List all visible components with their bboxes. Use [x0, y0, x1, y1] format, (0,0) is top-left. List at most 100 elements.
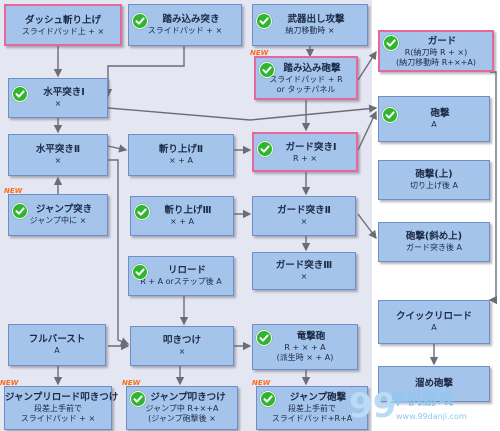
- node-subtitle: スライドパッド上 + ×: [21, 27, 105, 36]
- node-title: 水平突きⅡ: [35, 144, 81, 155]
- node-tatakitsuke[interactable]: 叩きつけ×: [130, 326, 234, 366]
- node-title: ジャンプリロード叩きつけ: [5, 392, 119, 403]
- node-subtitle: (派生時 × + A): [276, 353, 334, 362]
- node-subtitle: A: [431, 323, 437, 332]
- node-subtitle: 段差上手前で: [34, 404, 82, 413]
- checkmark-icon: [382, 107, 398, 123]
- node-title: 砲撃(斜め上): [405, 231, 463, 242]
- node-title: 斬り上げⅡ: [158, 144, 204, 155]
- node-jump-reload[interactable]: ジャンプリロード叩きつけ段差上手前でスライドパッド + ×: [4, 386, 119, 430]
- node-title: ジャンプ叩きつけ: [150, 392, 226, 403]
- node-title: ダッシュ斬り上げ: [24, 15, 101, 26]
- connector-arrow: [357, 110, 377, 151]
- node-hougeki-ue[interactable]: 砲撃(上)切り上げ後 A: [378, 160, 490, 200]
- node-kakou-hougeki[interactable]: 溜め砲撃: [378, 366, 490, 402]
- checkmark-icon: [130, 391, 146, 407]
- node-subtitle: R + A orステップ後 A: [140, 277, 222, 286]
- node-subtitle: 納刀移動時 ×: [285, 26, 335, 35]
- connector-arrow: [107, 144, 128, 153]
- node-jump-hougeki[interactable]: ジャンプ砲撃段差上手前でスライドパッド+R+A: [256, 386, 368, 430]
- node-subtitle: ×: [54, 99, 62, 108]
- node-subtitle: スライドパッド + ×: [20, 414, 96, 423]
- connector-arrow: [108, 159, 130, 346]
- node-subtitle: ×: [178, 347, 186, 356]
- node-title: ジャンプ突き: [35, 204, 93, 215]
- node-kiriage-3[interactable]: 斬り上げⅢ× + A: [130, 196, 234, 236]
- node-title: 竜撃砲: [296, 331, 326, 342]
- node-kiriage-2[interactable]: 斬り上げⅡ× + A: [128, 134, 234, 176]
- node-title: フルバースト: [28, 334, 86, 345]
- checkmark-icon: [12, 203, 28, 219]
- node-title: 踏み込み突き: [162, 14, 220, 25]
- node-title: リロード: [167, 265, 206, 276]
- checkmark-icon: [256, 330, 272, 346]
- node-title: ガード突きⅢ: [275, 260, 333, 271]
- node-suihei-1[interactable]: 水平突きⅠ×: [8, 78, 108, 118]
- new-badge: NEW: [0, 379, 19, 387]
- node-guard-tsuki-2[interactable]: ガード突きⅡ×: [252, 196, 356, 236]
- node-title: ガード: [427, 36, 457, 47]
- node-subtitle: スライドパッド + ×: [147, 26, 223, 35]
- node-title: 砲撃: [430, 108, 450, 119]
- node-jump-tsuki[interactable]: ジャンプ突きジャンプ中に ×: [8, 194, 108, 236]
- node-subtitle: A: [54, 346, 60, 355]
- connector-arrow: [357, 213, 377, 240]
- node-subtitle: ×: [54, 156, 62, 165]
- new-badge: NEW: [250, 49, 269, 57]
- node-subtitle: R + × + A: [284, 343, 326, 352]
- node-title: ジャンプ砲撃: [289, 392, 347, 403]
- node-title: 砲撃(上): [415, 169, 453, 180]
- watermark-text: 单机游戏: [390, 389, 455, 408]
- node-fumikomi-tsuki[interactable]: 踏み込み突きスライドパッド + ×: [128, 4, 242, 46]
- connector-arrow: [488, 71, 497, 305]
- node-dash-kiriage[interactable]: ダッシュ斬り上げスライドパッド上 + ×: [4, 4, 122, 46]
- node-subtitle: ジャンプ中に ×: [29, 216, 87, 225]
- node-subtitle: スライドパッド+R+A: [271, 414, 353, 423]
- node-subtitle: ×: [300, 272, 308, 281]
- connector-arrow: [357, 50, 377, 81]
- node-title: ガード突きⅠ: [285, 142, 337, 153]
- connector-arrow: [103, 46, 185, 98]
- new-badge: NEW: [4, 187, 23, 195]
- node-hougeki-naname[interactable]: 砲撃(斜め上)ガード突き後 A: [378, 222, 490, 262]
- checkmark-icon: [383, 35, 399, 51]
- checkmark-icon: [256, 13, 272, 29]
- node-subtitle: (納刀移動時 R+×+A): [396, 58, 476, 67]
- new-badge: NEW: [252, 379, 271, 387]
- node-subtitle: R(納刀時 R + ×): [404, 48, 468, 57]
- watermark-url: www.99danji.com: [396, 412, 467, 421]
- new-badge: NEW: [122, 379, 141, 387]
- node-title: 溜め砲撃: [414, 378, 453, 389]
- node-subtitle: or タッチパネル: [276, 85, 336, 94]
- checkmark-icon: [132, 13, 148, 29]
- node-title: 斬り上げⅢ: [164, 205, 212, 216]
- node-subtitle: ×: [300, 217, 308, 226]
- node-guard-tsuki-3[interactable]: ガード突きⅢ×: [252, 252, 356, 290]
- connector-arrow: [107, 104, 378, 121]
- node-subtitle: A: [431, 120, 437, 129]
- node-jump-tatakitsuke[interactable]: ジャンプ叩きつけジャンプ中 R+×+A(ジャンプ砲撃後 ×: [126, 386, 238, 430]
- node-subtitle: スライドパッド + R: [269, 75, 343, 84]
- checkmark-icon: [260, 391, 276, 407]
- node-suihei-2[interactable]: 水平突きⅡ×: [8, 134, 108, 176]
- node-subtitle: ジャンプ中 R+×+A: [145, 404, 219, 413]
- checkmark-icon: [134, 204, 150, 220]
- node-subtitle: × + A: [170, 217, 194, 226]
- node-buki-dashi[interactable]: 武器出し攻撃納刀移動時 ×: [252, 4, 368, 46]
- node-subtitle: 切り上げ後 A: [409, 181, 458, 190]
- node-subtitle: ガード突き後 A: [405, 243, 462, 252]
- node-title: ガード突きⅡ: [277, 205, 331, 216]
- node-subtitle: (ジャンプ砲撃後 ×: [148, 414, 216, 423]
- watermark-logo: 99: [349, 386, 397, 426]
- checkmark-icon: [259, 62, 275, 78]
